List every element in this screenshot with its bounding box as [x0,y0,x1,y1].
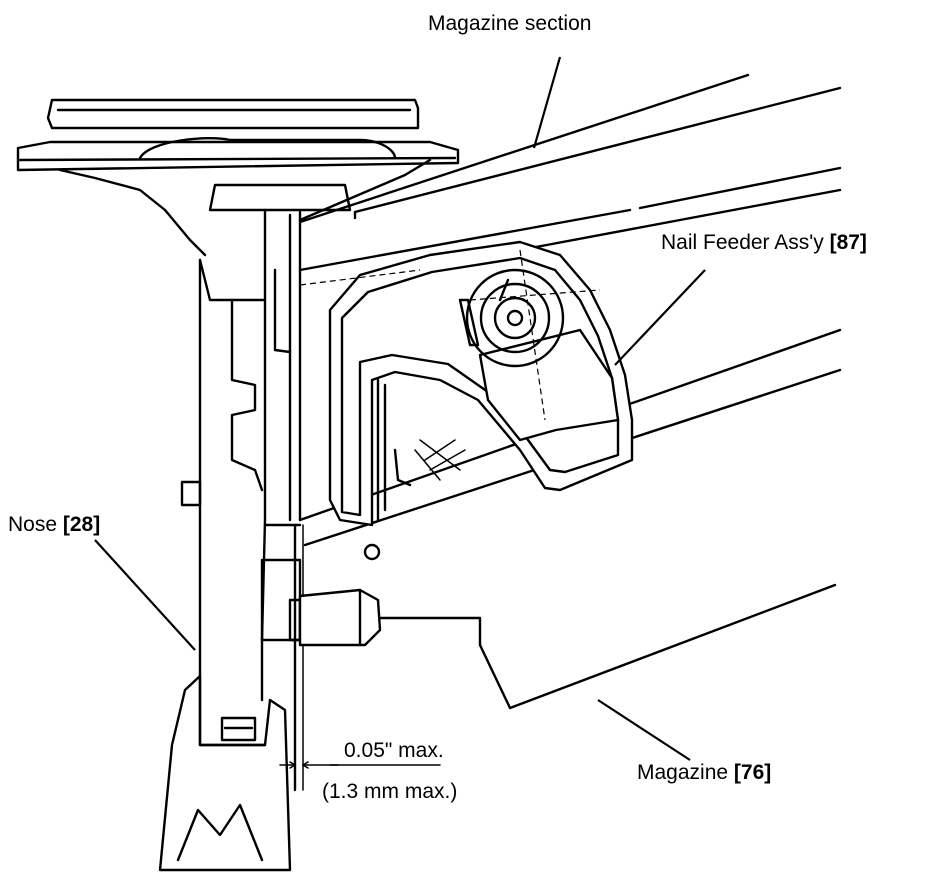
label-nose: Nose [28] [8,514,100,535]
label-magazine-section-text: Magazine section [428,12,592,35]
leader-nose [94,539,196,651]
label-nose-ref: [28] [62,513,101,536]
leader-nail-feeder [614,269,706,366]
cylinder-cap [16,98,460,257]
label-clearance-mm: (1.3 mm max.) [322,781,457,802]
label-clearance-in-text: 0.05" max. [344,739,444,762]
label-clearance-mm-text: (1.3 mm max.) [322,780,458,803]
nose-housing [180,208,304,792]
label-clearance-in: 0.05" max. [344,740,444,761]
nose-tip [158,638,292,872]
label-magazine-section: Magazine section [428,13,591,34]
magazine-section-rails [298,73,842,272]
magazine-body [298,328,842,710]
label-nail-feeder: Nail Feeder Ass'y [87] [661,232,867,253]
clearance-dimension [279,761,441,769]
nail-feeder-assembly [299,240,634,561]
label-nail-feeder-text: Nail Feeder Ass'y [661,231,830,254]
label-magazine-ref: [76] [733,761,772,784]
label-magazine-text: Magazine [637,761,734,784]
label-magazine: Magazine [76] [637,762,771,783]
leader-magazine [597,699,691,761]
label-nose-text: Nose [8,513,63,536]
leader-magazine-section [532,56,562,149]
label-nail-feeder-ref: [87] [829,231,867,254]
